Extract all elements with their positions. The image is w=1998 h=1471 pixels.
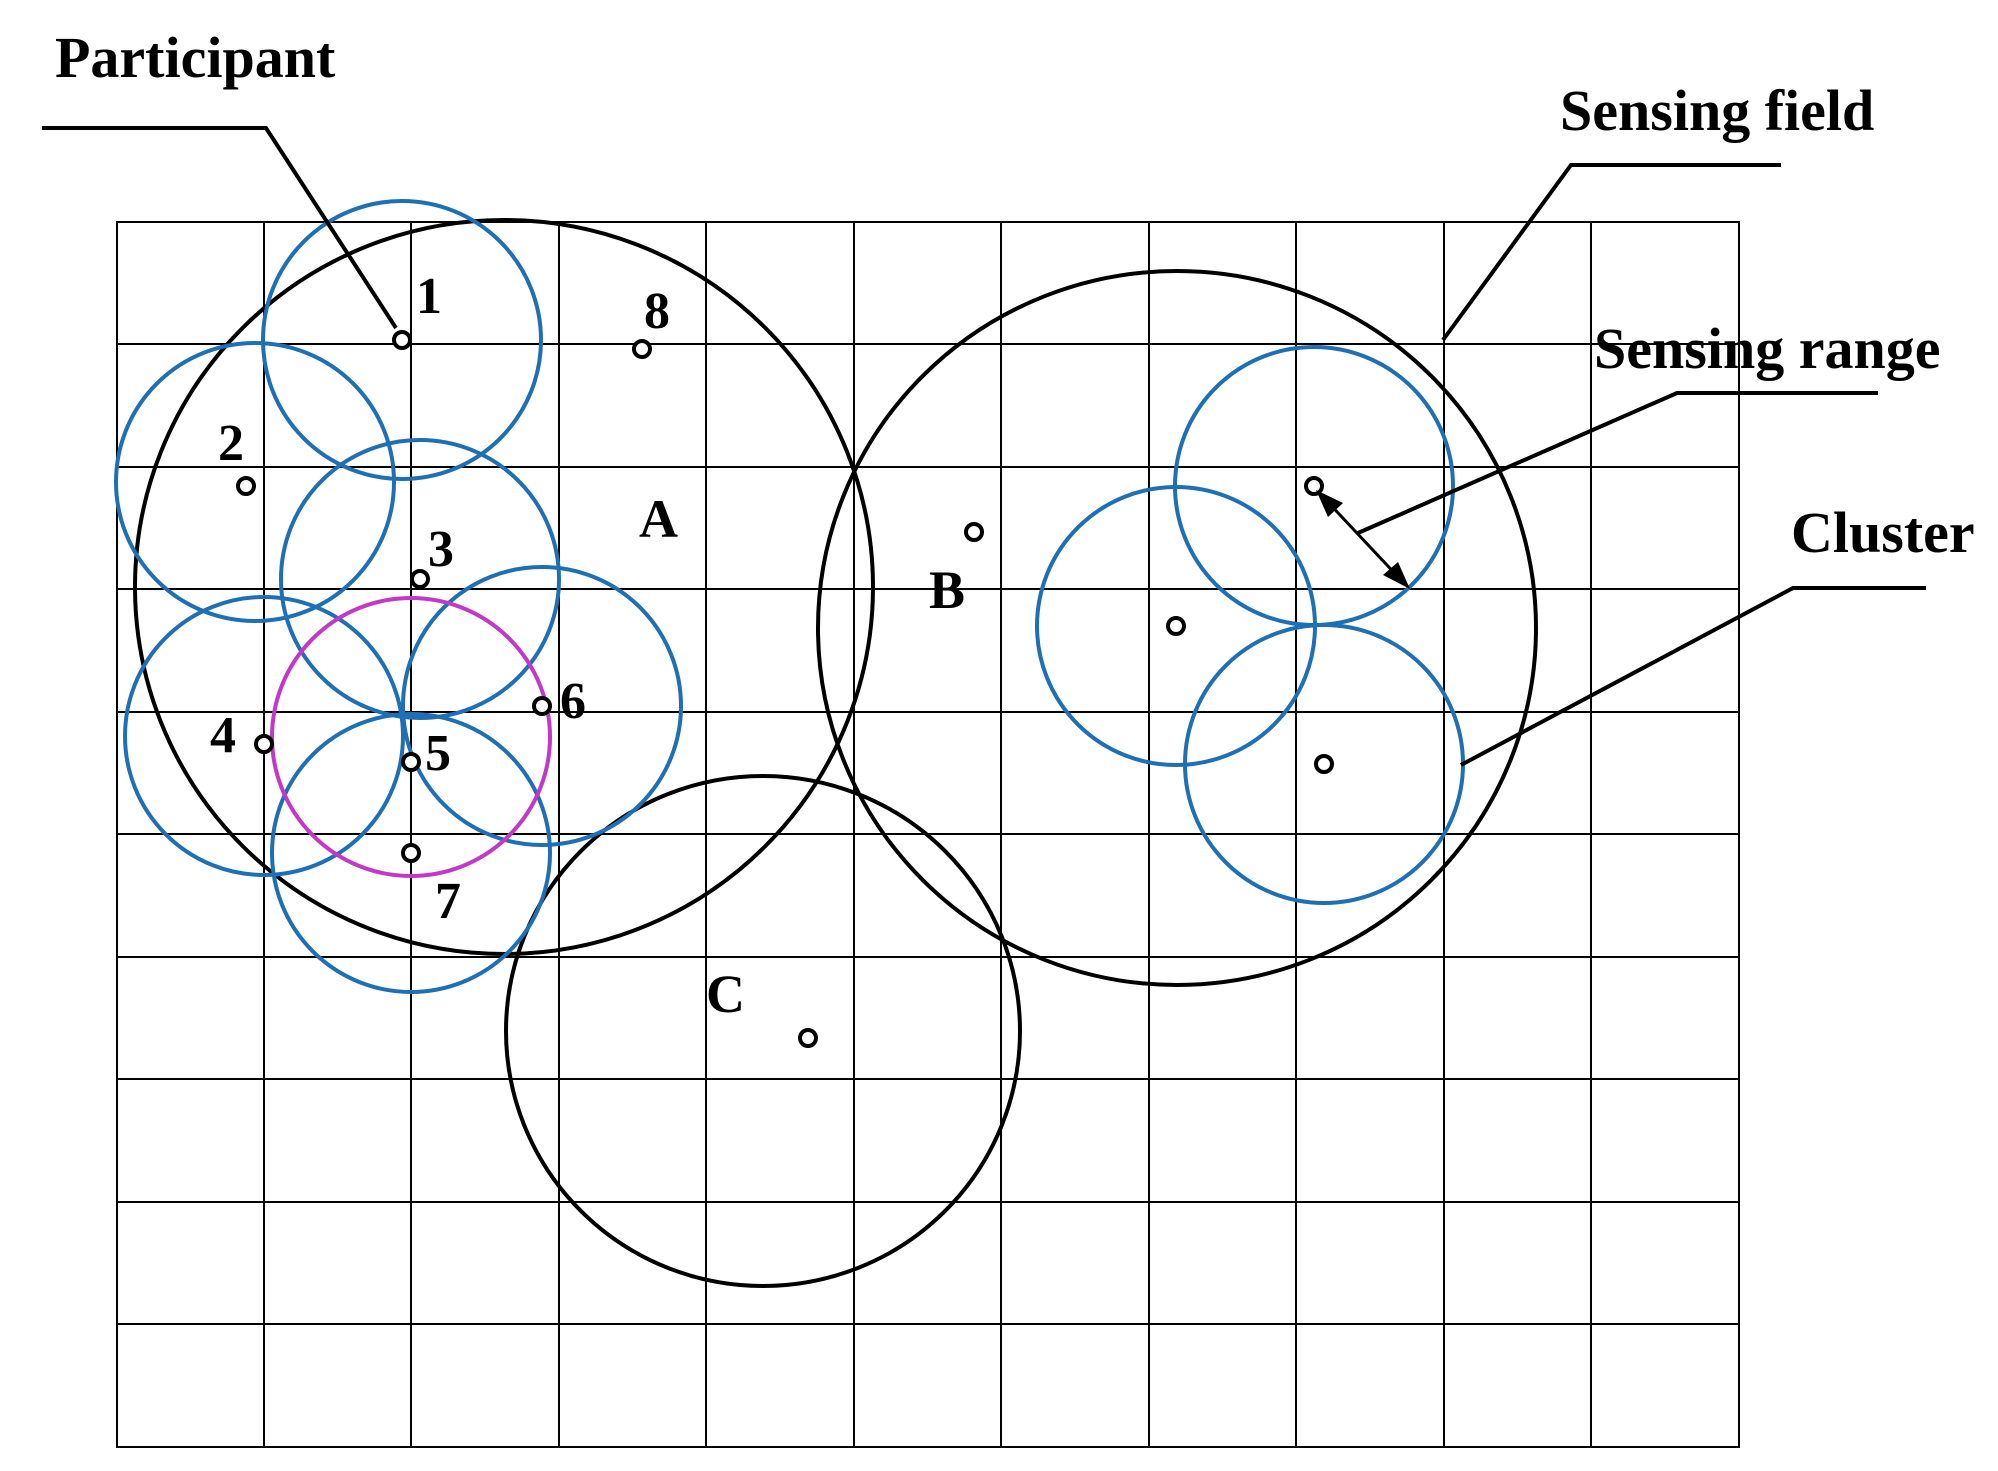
sensing-range-label: Sensing range	[1594, 316, 1940, 381]
participant-label-2: 2	[218, 415, 244, 472]
cluster-leader-line	[1460, 586, 1926, 767]
participant-label-5: 5	[425, 725, 451, 782]
node-marker-b2	[1166, 616, 1186, 636]
participant-marker-4	[254, 734, 274, 754]
sensing-field-label: Sensing field	[1560, 78, 1874, 143]
region-label-b: B	[929, 560, 965, 620]
sensing-field-a	[133, 218, 875, 956]
cluster-label: Cluster	[1791, 500, 1975, 565]
sensing-field-b	[816, 269, 1538, 987]
node-marker-b3	[1314, 754, 1334, 774]
participant-label-7: 7	[435, 873, 461, 930]
participant-marker-3	[410, 569, 430, 589]
sensing-range-leader-line	[1357, 391, 1878, 535]
sensing-range-7	[270, 712, 552, 994]
sensing-range-arrow	[1316, 490, 1410, 589]
participant-marker-7	[401, 843, 421, 863]
arrow-head-end	[1383, 562, 1410, 589]
grid	[116, 221, 1740, 1448]
region-label-a: A	[639, 489, 678, 549]
participant-marker-1	[392, 330, 412, 350]
highlighted-sensing-range	[270, 596, 552, 878]
node-marker-b-center	[964, 522, 984, 542]
sensing-range-1	[261, 199, 543, 481]
sensing-field-leader-line	[1441, 163, 1781, 342]
sensing-field-c	[504, 774, 1022, 1288]
participant-label: Participant	[55, 25, 336, 90]
node-marker-b1	[1304, 476, 1324, 496]
arrow-head-start	[1316, 490, 1343, 517]
sensing-range-3	[279, 438, 561, 720]
sensing-ranges	[114, 199, 1465, 994]
participant-label-8: 8	[644, 283, 670, 340]
participant-label-4: 4	[210, 707, 236, 764]
participant-marker-2	[236, 476, 256, 496]
region-label-c: C	[706, 964, 745, 1024]
sensing-range-2	[114, 341, 396, 623]
participant-markers	[236, 330, 1334, 1048]
participant-label-6: 6	[560, 673, 586, 730]
participant-marker-5	[401, 752, 421, 772]
participant-label-1: 1	[416, 268, 442, 325]
node-marker-c	[798, 1028, 818, 1048]
leader-lines	[42, 126, 1926, 767]
sensing-range-6	[401, 565, 683, 847]
participant-marker-8	[632, 339, 652, 359]
participant-marker-6	[532, 696, 552, 716]
sensing-fields	[133, 218, 1538, 1288]
participant-label-3: 3	[428, 521, 454, 578]
participant-leader-line	[42, 126, 398, 330]
arrow-shaft	[1323, 497, 1402, 581]
sensing-range-4	[123, 595, 405, 877]
